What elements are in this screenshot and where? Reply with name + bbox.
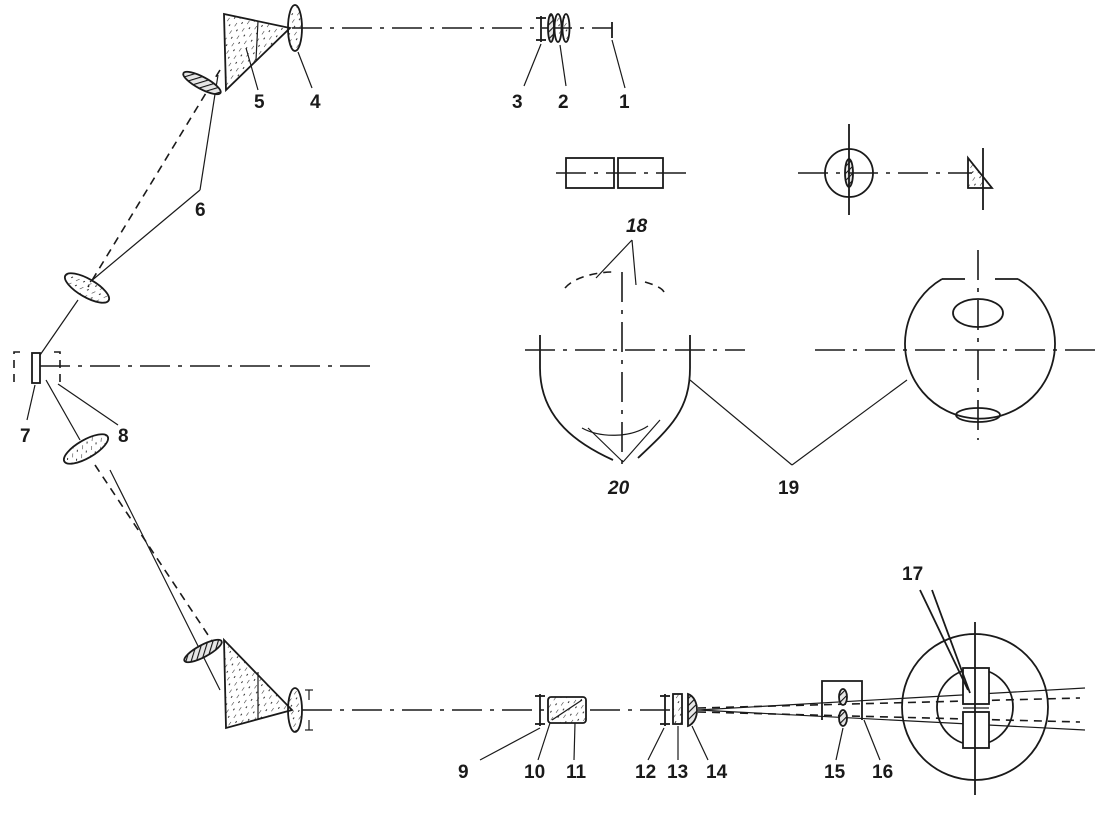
label-1: 1 [619,92,630,113]
label-13: 13 [667,762,688,783]
detail-round-lens [798,124,972,215]
lower-lens-15 [838,688,848,706]
lower-objective-marks [305,689,313,731]
lower-beam-left [45,379,221,691]
lower-eyepiece-frame [821,680,863,727]
label-4: 4 [310,92,321,113]
detail-circle-view [815,250,1100,440]
upper-mirror-lens [182,70,222,96]
label-16: 16 [872,762,893,783]
lower-prism-block [547,696,587,724]
label-10: 10 [524,762,545,783]
lower-prism [223,637,294,730]
upper-entrance-slit [536,16,546,42]
detail-bullet-view [525,239,745,470]
lower-objective-lens [287,687,303,733]
lower-left-lens [62,433,110,465]
label-20: 20 [607,478,630,499]
label-2: 2 [558,92,569,113]
label-6: 6 [195,200,206,221]
leader-lines-19-20 [587,379,908,466]
detail-split-rectangles [556,157,690,189]
upper-beam-left [37,69,221,359]
lower-lens-14 [687,692,698,728]
upper-lens-group [547,13,571,43]
label-11: 11 [566,762,587,783]
lower-lens-16 [838,709,848,727]
label-8: 8 [118,426,129,447]
label-19: 19 [778,478,799,499]
label-14: 14 [706,762,728,783]
lower-mirror-lens [183,638,223,664]
lower-slit-9 [535,694,545,726]
lower-rays [697,687,1086,731]
label-7: 7 [20,426,31,447]
central-plate [13,351,375,384]
lower-slit-12 [660,694,670,726]
label-12: 12 [635,762,656,783]
upper-left-lens [63,272,111,304]
label-15: 15 [824,762,846,783]
detail-small-prism [967,148,994,210]
field-of-view-17 [901,589,1049,795]
reference-labels: 1 2 3 4 5 6 7 8 9 10 11 12 13 14 15 16 1… [20,92,923,783]
label-18: 18 [626,216,648,237]
label-17: 17 [902,564,923,585]
label-9: 9 [458,762,469,783]
lower-lens-13 [672,693,683,725]
label-3: 3 [512,92,523,113]
label-5: 5 [254,92,265,113]
upper-prism [223,12,292,93]
leader-lines [26,39,881,761]
